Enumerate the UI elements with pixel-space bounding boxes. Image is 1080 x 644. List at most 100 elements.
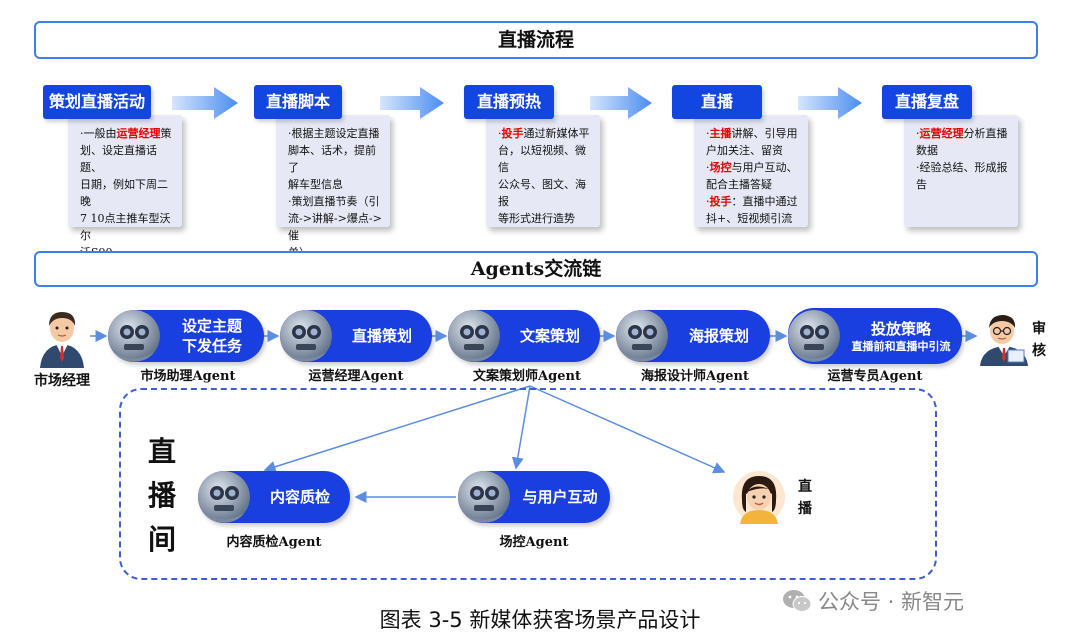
role-highlight: 运营经理 [116,127,161,140]
stage-card-line: 公众号、图文、海报 [498,176,592,210]
line-text: 7 10点主推车型沃尔 [80,212,171,242]
robot-icon [616,310,668,362]
stage-arrows [172,87,862,119]
robot-icon [788,310,840,362]
watermark: 公众号 · 新智元 [782,586,964,616]
live-room-title: 直 播 间 [146,430,178,562]
stage-title-script: 直播脚本 [254,85,342,119]
stage-card-line: ·运营经理分析直播 [916,125,1010,142]
stage-card-line: 解车型信息 [288,176,382,193]
line-text: · [706,127,710,140]
reviewer-label: 审 核 [1032,318,1046,362]
line-text: 划、设定直播话题、 [80,144,157,174]
host-label: 直 播 [798,476,812,520]
line-text: 分析直播 [963,127,1008,140]
role-highlight: 场控 [709,161,732,174]
line-text: 脚本、话术，提前了 [288,144,376,174]
market-manager-avatar-icon [40,312,84,368]
line-text: 流->讲解->爆点->催 [288,212,382,242]
pill-text-small: 直播前和直播中引流 [851,339,951,353]
agent-label-content-qc: 内容质检Agent [226,535,322,550]
stage-card-line: ·场控与用户互动、 [706,159,800,176]
robot-icon [458,471,510,523]
agent-label-market-assistant: 市场助理Agent [140,369,236,384]
line-text: 公众号、图文、海报 [498,178,586,208]
flow-arrow-3 [590,87,652,119]
pill-text: 与用户互动 [522,488,598,506]
stage-card-line: 配合主播答疑 [706,176,800,193]
line-text: 告 [916,178,927,191]
line-text: 户加关注、留资 [706,144,783,157]
agent-label-placement-specialist: 运营专员Agent [827,369,923,384]
stage-card-line: 抖+、短视频引流 [706,210,800,227]
agent-pill-ops-manager: 直播策划 [280,310,432,362]
agent-pill-content-qc: 内容质检 [198,471,350,523]
line-text: ·经验总结、形成报 [916,161,1008,174]
line-text: ：直播中通过 [731,195,798,208]
flow-banner: 直播流程 [34,21,1038,59]
robot-icon [198,471,250,523]
stage-card-review: ·运营经理分析直播数据 ·经验总结、形成报告 [904,115,1018,227]
reviewer-avatar-icon [980,315,1028,366]
agents-banner: Agents交流链 [34,251,1038,287]
live-room-title-char: 间 [147,523,176,556]
role-highlight: 主播 [709,127,732,140]
stage-card-line: ·主播讲解、引导用 [706,125,800,142]
pill-text: 文案策划 [519,327,580,345]
agent-pill-copywriter: 文案策划 [448,310,600,362]
agent-pill-market-assistant: 设定主题下发任务 [108,310,264,362]
pill-text: 设定主题 [181,317,242,335]
stage-card-line: ·投手通过新媒体平 [498,125,592,142]
stage-card-line: 数据 [916,142,1010,159]
stage-card-line: 等形式进行造势 [498,210,592,227]
role-highlight: 投手 [501,127,524,140]
line-text: · [706,161,710,174]
stage-card-line: 户加关注、留资 [706,142,800,159]
host-avatar-icon [733,471,785,524]
stage-card-line: ·一般由运营经理策 [80,125,174,142]
link-copy-control [511,385,531,470]
line-text: ·根据主题设定直播 [288,127,380,140]
stage-card-line: ·策划直播节奏（引 [288,193,382,210]
stage-card-line: 日期，例如下周二晚 [80,176,174,210]
line-text: 配合主播答疑 [706,178,772,191]
line-text: · [498,127,502,140]
robot-icon [108,310,160,362]
stage-title-plan: 策划直播活动 [43,85,151,119]
stage-card-line: 告 [916,176,1010,193]
line-text: ·策划直播节奏（引 [288,195,380,208]
pill-text-2: 下发任务 [181,337,242,355]
agent-connectors [90,330,978,503]
agent-label-poster-designer: 海报设计师Agent [641,369,749,384]
stage-card-line: 划、设定直播话题、 [80,142,174,176]
stage-card-line: ·经验总结、形成报 [916,159,1010,176]
stage-title-warmup: 直播预热 [464,85,554,119]
stage-card-line: 台，以短视频、微信 [498,142,592,176]
reviewer-label-line-2: 核 [1032,343,1046,359]
pill-text: 海报策划 [688,327,749,345]
live-room-title-char: 直 [147,435,176,468]
flow-arrow-2 [380,87,444,119]
role-highlight: 运营经理 [919,127,964,140]
robot-icon [448,310,500,362]
reviewer-label-line-1: 审 [1032,321,1046,337]
pill-text: 投放策略 [870,319,931,338]
line-text: ·一般由 [80,127,117,140]
line-text: 数据 [916,144,938,157]
flow-arrow-1 [172,87,238,119]
live-room-title-char: 播 [147,479,176,512]
line-text: 通过新媒体平 [523,127,590,140]
line-text: 台，以短视频、微信 [498,144,586,174]
robot-icon [280,310,332,362]
stage-card-line: 7 10点主推车型沃尔 [80,210,174,244]
agent-label-ops-manager: 运营经理Agent [308,369,404,384]
stage-card-line: 脚本、话术，提前了 [288,142,382,176]
stage-title-live: 直播 [672,85,762,119]
line-text: 讲解、引导用 [731,127,798,140]
agent-label-field-control: 场控Agent [499,535,569,550]
stage-card-line: ·根据主题设定直播 [288,125,382,142]
host-label-line-1: 直 [798,479,812,495]
stage-card-line: 流->讲解->爆点->催 [288,210,382,244]
stage-card-line: ·投手：直播中通过 [706,193,800,210]
